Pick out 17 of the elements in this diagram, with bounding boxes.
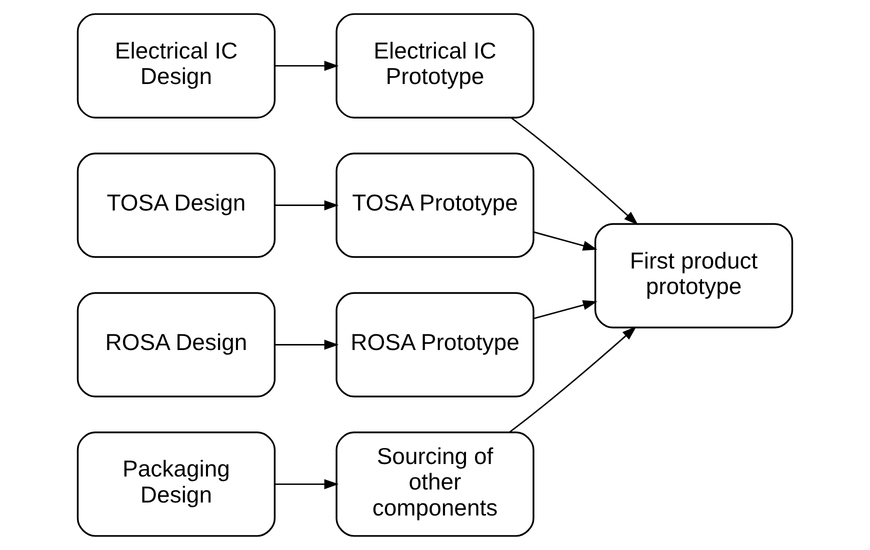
- arrow: [274, 340, 339, 350]
- arrow: [274, 60, 339, 71]
- arrow: [274, 200, 339, 210]
- node-box: First product prototype: [594, 223, 794, 328]
- node-box: Electrical IC Prototype: [336, 13, 534, 118]
- node-box: TOSA Prototype: [336, 152, 534, 258]
- node-box: TOSA Design: [76, 152, 276, 258]
- node-box: Electrical IC Design: [76, 13, 276, 118]
- arrow: [274, 479, 339, 490]
- node-box: Sourcing of other components: [336, 432, 534, 537]
- arrow: [533, 300, 598, 320]
- arrow: [509, 326, 637, 433]
- node-box: ROSA Prototype: [336, 292, 534, 398]
- arrow: [510, 117, 638, 226]
- arrow: [533, 231, 598, 251]
- node-box: Packaging Design: [76, 432, 276, 537]
- node-box: ROSA Design: [76, 292, 276, 398]
